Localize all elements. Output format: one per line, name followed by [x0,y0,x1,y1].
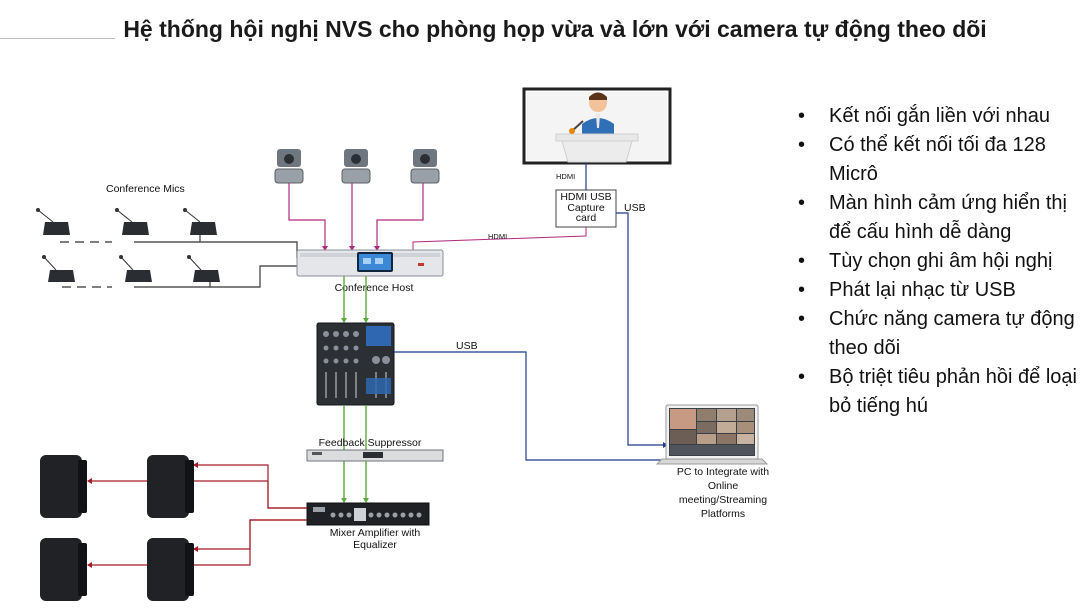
hdmi-capture-card: HDMI USB Capture card [555,189,617,228]
mic-row-1 [36,208,217,235]
mic-daisy-chain [60,235,298,288]
pc-label-line-4: Platforms [701,508,745,520]
title-underline [0,38,115,39]
usb-capture-to-pc [616,212,663,446]
feature-item: Có thể kết nối tối đa 128 Micrô [798,131,1083,189]
feature-list: Kết nối gắn liền với nhau Có thể kết nối… [798,102,1083,421]
mic-row-2 [42,255,220,282]
feature-item: Màn hình cảm ứng hiển thị để cấu hình dễ… [798,189,1083,247]
page-title: Hệ thống hội nghị NVS cho phòng họp vừa … [123,16,987,42]
pc-laptop [655,404,769,465]
podium-microphone-icon [569,128,575,134]
conference-mic-4 [42,255,75,282]
audio-mixer [316,322,395,406]
usb-mixer-to-pc [394,351,663,461]
feedback-suppressor-label: Feedback Suppressor [319,437,422,449]
hdmi-connection [412,227,587,250]
pc-label-line-3: meeting/Streaming [679,494,767,506]
speaker-4 [147,538,194,601]
conference-host-unit [296,249,444,277]
conference-mic-5 [119,255,152,282]
pc-label-line-2: Online [708,480,739,492]
ptz-camera-1 [274,149,304,184]
feature-item: Phát lại nhạc từ USB [798,276,1083,305]
hdmi-line-label: HDMI [488,232,507,241]
ptz-camera-2 [341,149,371,184]
mixer-amplifier-label-2: Equalizer [353,539,397,551]
feedback-suppressor-unit [306,449,444,462]
usb-label-top: USB [624,202,646,214]
conference-mic-1 [36,208,70,235]
display-monitor [522,87,672,165]
svg-text:card: card [576,212,597,224]
feature-item: Bộ triệt tiêu phản hồi để loại bỏ tiếng … [798,363,1083,421]
speaker-2 [147,455,194,518]
pc-label-line-1: PC to Integrate with [677,466,769,478]
ptz-camera-3 [410,149,440,184]
conference-mic-6 [187,255,220,282]
conference-mics-label: Conference Mics [106,183,185,195]
svg-text:Capture: Capture [567,202,605,214]
conference-mic-2 [115,208,149,235]
conference-host-label: Conference Host [335,282,414,294]
hdmi-small-label: HDMI [556,172,575,181]
feature-item: Kết nối gắn liền với nhau [798,102,1083,131]
speaker-1 [40,455,87,518]
usb-label-mixer: USB [456,340,478,352]
feature-item: Chức năng camera tự động theo dõi [798,305,1083,363]
mixer-amplifier-label-1: Mixer Amplifier with [330,527,421,539]
video-call-grid [670,409,754,455]
conference-mic-3 [183,208,217,235]
svg-text:HDMI USB: HDMI USB [560,191,611,203]
feature-item: Tùy chọn ghi âm hội nghị [798,247,1083,276]
mixer-amplifier-unit [306,502,430,526]
speaker-3 [40,538,87,601]
camera-connections [288,183,424,250]
